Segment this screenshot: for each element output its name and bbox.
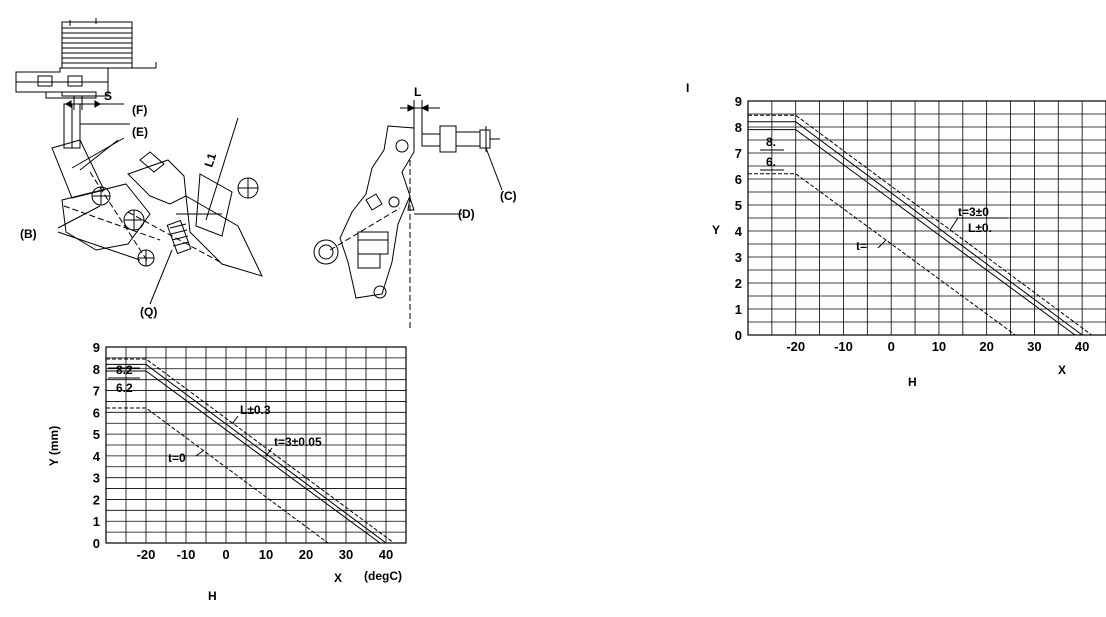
- chart-right-y-axis-label: Y: [712, 223, 720, 237]
- chart-right-y-ticks: 0 1 2 3 4 5 6 7 8 9: [735, 94, 743, 343]
- chart-right-series-3: [748, 173, 1016, 336]
- chart-right-annotation-t3: t=3±0: [958, 205, 989, 219]
- chart-left-x-tick-label: 30: [339, 547, 353, 562]
- chart-right-grid: [747, 100, 1106, 336]
- chart-left: -20 -10 0 10 20 30 40 0 1 2 3 4 5 6 7 8 9 Y (mm) X (deg…: [47, 340, 407, 603]
- chart-right-series-0: [748, 121, 1083, 336]
- chart-right-series-2: [748, 129, 1076, 336]
- label-l1: L1: [202, 151, 220, 169]
- adjusting-lever-drawing: [313, 100, 503, 330]
- chart-right-x-tick-label: 20: [979, 339, 993, 354]
- chart-left-x-tick-label: -20: [137, 547, 156, 562]
- chart-left-y-tick-label: 6: [93, 405, 100, 420]
- chart-right-x-tick-label: 10: [932, 339, 946, 354]
- chart-right-annotation-t: t=: [856, 239, 867, 253]
- label-d: (D): [458, 207, 475, 221]
- chart-left-x-unit: (degC): [364, 569, 402, 583]
- chart-left-x-tick-label: 10: [259, 547, 273, 562]
- chart-right-y-tick-label: 4: [735, 224, 743, 239]
- chart-right-y-tick-label: 1: [735, 302, 742, 317]
- chart-left-y-tick-label: 5: [93, 427, 100, 442]
- chart-left-y-tick-label: 1: [93, 514, 100, 529]
- chart-left-y-tick-label: 2: [93, 492, 100, 507]
- label-l: L: [414, 85, 421, 99]
- chart-left-y-tick-label: 0: [93, 536, 100, 551]
- chart-right-y-tick-label: 2: [735, 276, 742, 291]
- chart-left-series-0: [106, 363, 387, 544]
- chart-right-annotation-l: L±0.: [968, 221, 992, 235]
- chart-right-series: [748, 114, 1092, 336]
- chart-right-x-ticks: -20 -10 0 10 20 30 40: [786, 339, 1089, 354]
- governor-housing: [15, 67, 109, 99]
- chart-left-series-2: [106, 370, 381, 544]
- chart-right-x-caption: H: [908, 375, 917, 389]
- chart-left-leaders: [108, 367, 273, 457]
- chart-left-annotation-6-2: 6.2: [116, 381, 133, 395]
- chart-left-x-axis-label: X: [334, 571, 342, 585]
- chart-left-x-caption: H: [208, 589, 217, 603]
- chart-left-annotation-l: L±0.3: [240, 403, 271, 417]
- chart-right-x-tick-label: 0: [888, 339, 895, 354]
- chart-left-x-tick-label: 20: [299, 547, 313, 562]
- label-s: S: [104, 89, 112, 103]
- label-q: (Q): [140, 305, 157, 319]
- chart-left-y-tick-label: 4: [93, 449, 101, 464]
- chart-left-x-tick-label: -10: [177, 547, 196, 562]
- chart-left-y-tick-label: 9: [93, 340, 100, 355]
- chart-right-y-tick-label: 0: [735, 328, 742, 343]
- chart-left-series: [106, 358, 395, 544]
- chart-right-y-tick-label: 5: [735, 198, 742, 213]
- chart-right-series-1: [748, 114, 1092, 336]
- label-c: (C): [500, 189, 517, 203]
- chart-left-annotation-t3: t=3±0.05: [274, 435, 322, 449]
- chart-left-x-ticks: -20 -10 0 10 20 30 40: [137, 547, 394, 562]
- chart-left-y-axis-label: Y (mm): [47, 426, 61, 466]
- chart-left-series-3: [106, 407, 329, 544]
- chart-left-series-1: [106, 358, 395, 544]
- chart-right-x-tick-label: 30: [1027, 339, 1041, 354]
- chart-right-x-tick-label: 40: [1075, 339, 1089, 354]
- chart-left-annotation-t0: t=0: [168, 451, 186, 465]
- spring-coils: [61, 18, 157, 69]
- chart-right-annotation-8: 8.: [766, 135, 776, 149]
- chart-right-annotation-6: 6.: [766, 155, 776, 169]
- label-e: (E): [132, 125, 148, 139]
- chart-right-x-axis-label: X: [1058, 363, 1066, 377]
- chart-left-x-tick-label: 40: [379, 547, 393, 562]
- chart-right-y-tick-label: 3: [735, 250, 742, 265]
- chart-right-y-tick-label: 9: [735, 94, 742, 109]
- label-b: (B): [20, 227, 37, 241]
- label-f: (F): [132, 103, 147, 117]
- chart-left-y-tick-label: 7: [93, 384, 100, 399]
- chart-right-leaders: [760, 149, 1008, 249]
- chart-left-y-tick-label: 8: [93, 362, 100, 377]
- chart-right-x-tick-label: -10: [834, 339, 853, 354]
- governor-mechanism-drawing: [15, 18, 263, 305]
- chart-right-y-tick-label: 8: [735, 120, 742, 135]
- chart-right-x-tick-label: -20: [786, 339, 805, 354]
- chart-left-annotation-8-2: 8.2: [116, 363, 133, 377]
- chart-left-x-tick-label: 0: [222, 547, 229, 562]
- chart-left-y-tick-label: 3: [93, 471, 100, 486]
- chart-right: -20 -10 0 10 20 30 40 0 1 2 3 4 5 6 7 8 9 Y X H 8. 6. L…: [712, 94, 1106, 389]
- chart-right-y-tick-label: 6: [735, 172, 742, 187]
- chart-right-y-tick-label: 7: [735, 146, 742, 161]
- chart-left-y-ticks: 0 1 2 3 4 5 6 7 8 9: [93, 340, 101, 551]
- label-i: I: [686, 81, 689, 95]
- chart-left-grid: [105, 346, 407, 544]
